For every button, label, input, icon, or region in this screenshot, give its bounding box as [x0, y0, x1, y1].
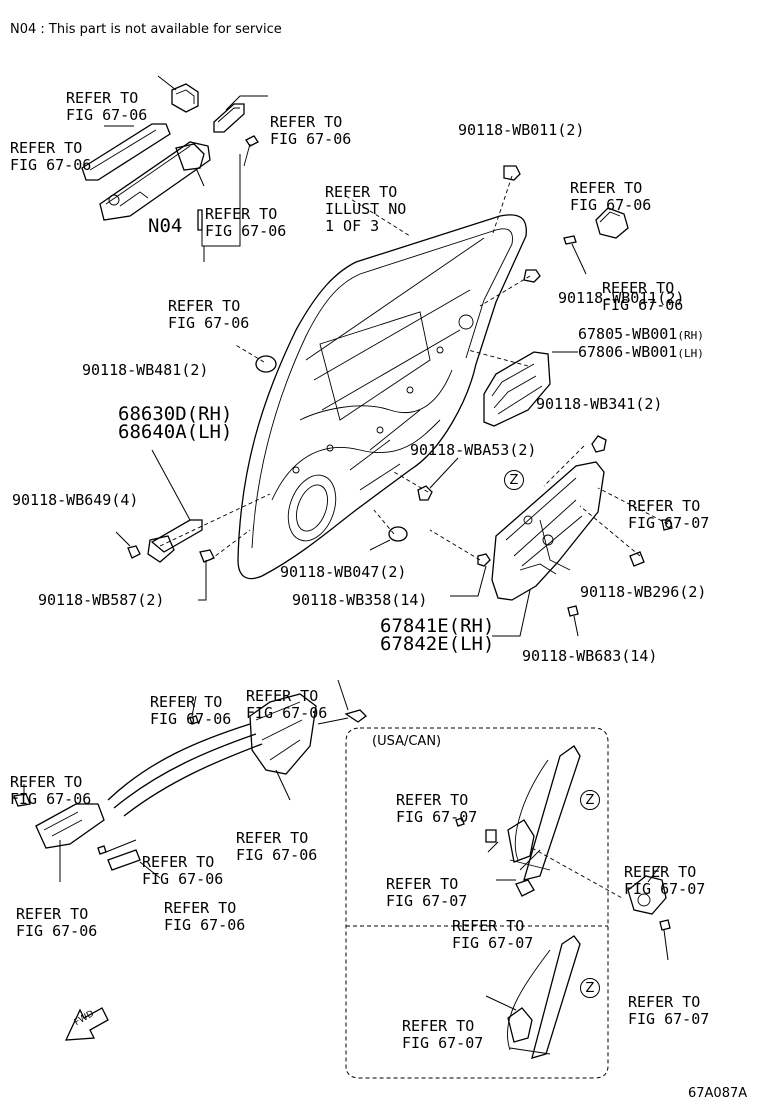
- fwd-text: FWD: [72, 1009, 97, 1029]
- service-hole-cover-part: [483, 351, 578, 427]
- leader-lines-top: [104, 75, 268, 262]
- diagram-code: 67A087A: [688, 1086, 748, 1101]
- label-wb649: 90118-WB649(4): [12, 491, 139, 509]
- bolt-wba53-part: [417, 457, 459, 501]
- clip-wb011-upper-part: [503, 165, 521, 181]
- striker-part: [563, 207, 629, 275]
- door-lock-part: [249, 679, 367, 775]
- door-check-part: [115, 449, 215, 601]
- label-wb047: 90118-WB047(2): [280, 563, 407, 581]
- clip-wb481-part: [255, 355, 277, 373]
- label-67841: 67841E(RH): [380, 615, 495, 637]
- lock-cables-part: [107, 695, 263, 817]
- service-note: N04 : This part is not available for ser…: [10, 22, 282, 37]
- door-callout-lines: [159, 175, 669, 561]
- label-wb296: 90118-WB296(2): [580, 583, 707, 601]
- regulator-usa-lower-part: [485, 935, 581, 1059]
- usa-can-label: (USA/CAN): [372, 734, 442, 749]
- label-wb011-lower: 90118-WB011(2): [558, 289, 685, 307]
- label-68640: 68640A(LH): [118, 421, 233, 443]
- clip-wb011-lower-part: [523, 269, 541, 283]
- z-mark-lower: Z: [580, 978, 600, 998]
- bolt-wb047-part: [369, 526, 408, 551]
- usa-can-box-outline: [345, 727, 609, 1079]
- label-wba53: 90118-WBA53(2): [410, 441, 537, 459]
- nut-wb358-part: [450, 553, 491, 597]
- regulator-usa-upper-part: [455, 745, 623, 899]
- label-67805: 67805-WB001(RH): [578, 325, 704, 343]
- z-mark-middle: Z: [580, 790, 600, 810]
- regulator-motor-part: [627, 865, 671, 961]
- n04-label: N04: [148, 215, 183, 237]
- label-68630: 68630D(RH): [118, 403, 233, 425]
- door-shell-part: [237, 214, 527, 580]
- label-67842: 67842E(LH): [380, 633, 495, 655]
- handle-gasket-part: [213, 103, 245, 133]
- label-wb358: 90118-WB358(14): [292, 591, 428, 609]
- z-mark-upper: Z: [504, 470, 524, 490]
- label-wb011-upper: 90118-WB011(2): [458, 121, 585, 139]
- label-wb481: 90118-WB481(2): [82, 361, 209, 379]
- inside-handle-part: [13, 784, 161, 882]
- label-wb341: 90118-WB341(2): [536, 395, 663, 413]
- leader-lines-lower: [275, 769, 516, 881]
- fwd-arrow-icon: [64, 1007, 109, 1041]
- label-wb587: 90118-WB587(2): [38, 591, 165, 609]
- window-regulator-part: [491, 435, 673, 637]
- label-wb683: 90118-WB683(14): [522, 647, 658, 665]
- label-67806: 67806-WB001(LH): [578, 343, 704, 361]
- outside-handle-cover-part: [171, 83, 199, 113]
